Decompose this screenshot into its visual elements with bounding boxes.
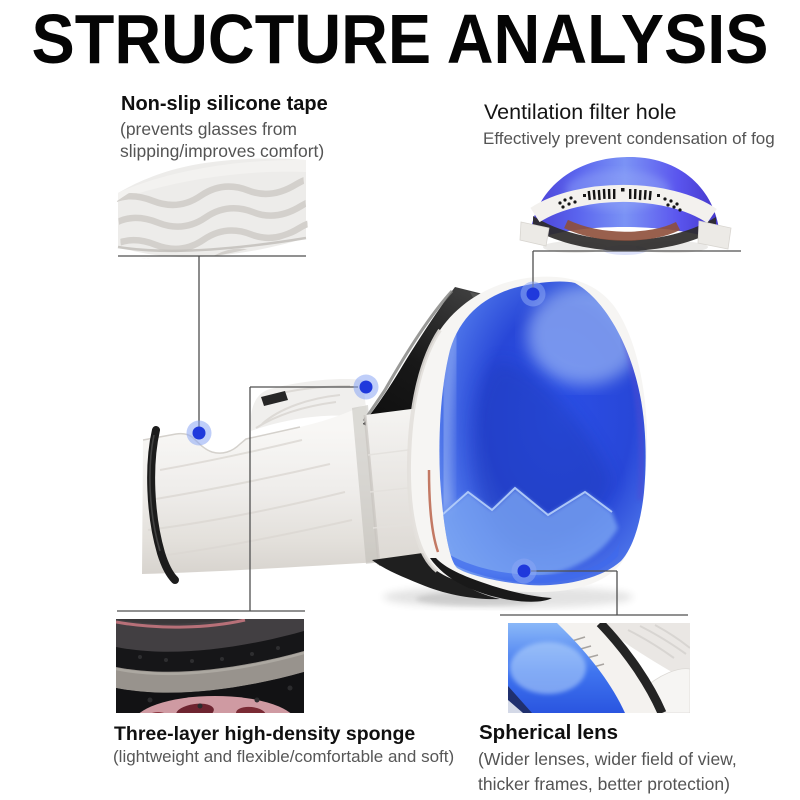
- sponge-holes-lower: [147, 685, 293, 709]
- sponge-holes: [138, 646, 280, 663]
- lens-dot: [511, 558, 537, 584]
- callout-vent-title: Ventilation filter hole: [484, 100, 677, 124]
- inset-ventilation-photo: [519, 156, 732, 255]
- vent-band: [530, 184, 717, 224]
- goggle-underside: [430, 558, 552, 602]
- callout-tape-title: Non-slip silicone tape: [121, 93, 328, 115]
- callout-tape-desc-line2: slipping/improves comfort): [120, 140, 325, 161]
- lens-reflections: [439, 285, 645, 584]
- lens-inset-frame-band: [557, 623, 662, 713]
- callout-sponge-desc: (lightweight and flexible/comfortable an…: [113, 747, 455, 766]
- strap-clip: [261, 391, 288, 406]
- callout-dots: [186, 281, 546, 584]
- callout-lens-desc-line1: (Wider lenses, wider field of view,: [478, 749, 737, 769]
- vent-foam-padding: [564, 219, 681, 241]
- vent-right-clip: [697, 220, 732, 250]
- callout-lens-title: Spherical lens: [479, 721, 619, 744]
- callout-vent-desc: Effectively prevent condensation of fog: [483, 129, 775, 148]
- strap-texture-marks: [627, 624, 690, 659]
- vent-dot: [520, 281, 546, 307]
- callout-tape-desc: (prevents glasses from slipping/improves…: [120, 119, 324, 162]
- inset-sponge-photo: [116, 619, 304, 713]
- callout-lens-desc: (Wider lenses, wider field of view, thic…: [478, 747, 737, 797]
- inset-silicone-tape-photo: [113, 158, 310, 265]
- callout-tape-desc-line1: (prevents glasses from: [120, 119, 298, 139]
- leader-lines: [117, 250, 741, 616]
- callout-lens-desc-line2: thicker frames, better protection): [478, 774, 730, 794]
- sponge-dot: [353, 374, 379, 400]
- vent-slots: [558, 188, 682, 212]
- goggle-strap: [142, 404, 380, 574]
- tape-dot: [186, 420, 212, 446]
- inset-spherical-lens-photo: [508, 623, 690, 713]
- page-title: STRUCTURE ANALYSIS: [32, 0, 769, 78]
- strap-upper-fabric: [250, 379, 367, 431]
- strap-wrinkles: [147, 439, 353, 557]
- lens-inset-rubber-strip: [596, 623, 667, 713]
- vent-left-clip: [519, 221, 550, 247]
- goggle-photo: [142, 276, 648, 608]
- callout-sponge-title: Three-layer high-density sponge: [114, 723, 416, 745]
